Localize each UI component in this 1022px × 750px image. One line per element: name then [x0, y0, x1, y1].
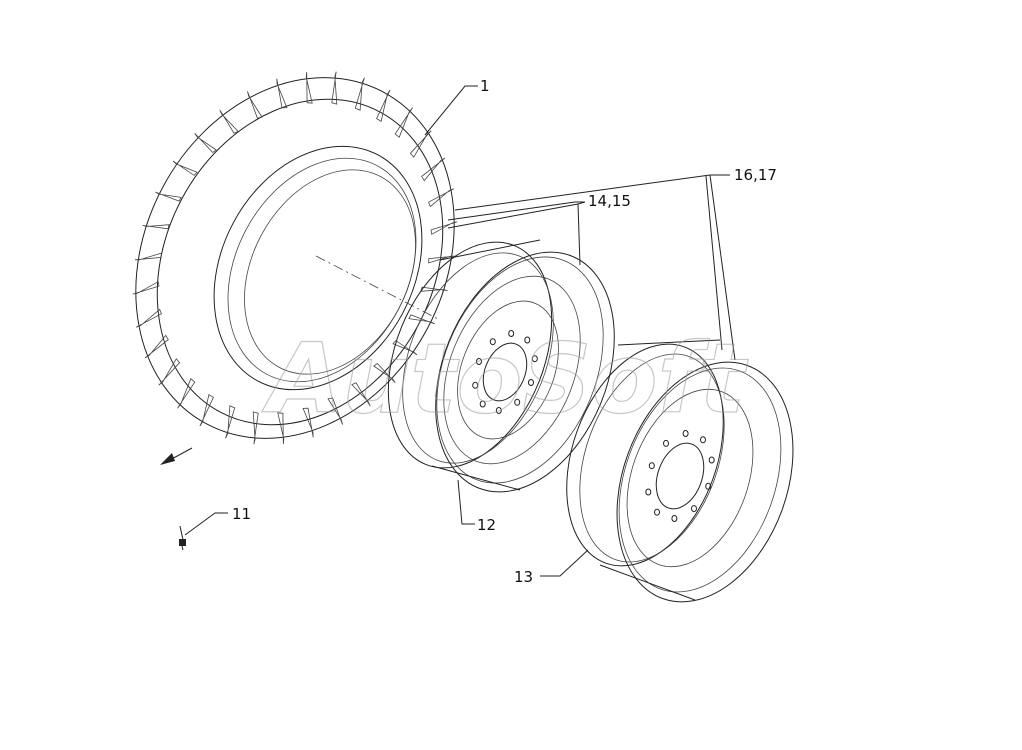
label-part-13: 13 — [514, 568, 533, 586]
bolt-hole — [682, 430, 689, 437]
tread-lug — [376, 89, 391, 123]
tread-lug — [247, 91, 263, 119]
tread-lug — [142, 224, 170, 230]
rim-part-13 — [566, 339, 794, 603]
tread-lug — [302, 407, 314, 438]
rim-part-12 — [387, 239, 615, 493]
bolt-hole — [531, 355, 538, 363]
bolt-hole — [691, 505, 697, 513]
tread-lug — [392, 340, 418, 356]
bolt-hole — [495, 407, 502, 414]
tread-lug — [354, 77, 365, 111]
bolt-hole — [489, 338, 496, 346]
tread-lug — [219, 109, 239, 134]
tread-lug — [177, 378, 196, 409]
bolt-hole — [508, 330, 515, 337]
label-part-12: 12 — [477, 516, 496, 534]
tread-lug — [144, 334, 169, 359]
tread-lug — [351, 382, 371, 407]
bolt-hole — [654, 508, 660, 516]
tread-lug — [134, 252, 162, 261]
bolt-hole — [700, 436, 706, 444]
bolt-hole — [524, 336, 531, 344]
bolt-hole — [645, 488, 652, 496]
tread-lug — [409, 130, 432, 158]
label-part-16-17: 16,17 — [734, 166, 777, 184]
bolt-hole — [671, 515, 678, 522]
tread-lug — [430, 221, 458, 235]
bolt-part-11 — [179, 525, 186, 551]
tread-lug — [158, 358, 181, 386]
tread-lug — [327, 397, 343, 425]
tread-lug — [420, 286, 448, 292]
tread-lug — [225, 405, 236, 439]
rim-13-bolt-holes — [645, 430, 715, 522]
tread-lug — [172, 160, 198, 176]
bolt-hole — [663, 439, 669, 447]
label-part-1: 1 — [480, 77, 490, 95]
bolt-hole — [479, 400, 486, 408]
tread-lug — [194, 133, 217, 154]
label-part-11: 11 — [232, 505, 251, 523]
bolt-hole — [648, 462, 655, 470]
tread-lugs — [132, 71, 458, 445]
tread-lug — [276, 78, 288, 109]
tread-lug — [252, 411, 259, 445]
tread-lug — [132, 281, 160, 295]
tread-lug — [373, 362, 396, 383]
tread-lug — [421, 157, 446, 182]
tread-lug — [305, 71, 313, 104]
tyre-part-1 — [132, 71, 458, 445]
tread-lug — [136, 308, 162, 328]
bolt-hole — [528, 379, 534, 386]
bolt-hole — [705, 482, 712, 490]
bolt-hole — [708, 456, 715, 464]
tread-lug — [394, 107, 413, 138]
tread-lug — [408, 314, 435, 325]
tread-lug — [331, 71, 338, 105]
bolt-hole — [514, 398, 521, 406]
leader-lines — [184, 85, 736, 577]
watermark: AutoSoft — [261, 323, 748, 435]
tread-lug — [277, 412, 285, 445]
tread-lug — [199, 393, 214, 427]
tread-lug — [155, 191, 182, 202]
direction-arrow-icon — [160, 447, 193, 465]
rim-12-bolt-holes — [472, 330, 538, 414]
label-part-14-15: 14,15 — [588, 192, 631, 210]
tread-lug — [428, 188, 454, 208]
bolt-hole — [476, 358, 482, 365]
bolt-hole — [472, 381, 479, 389]
